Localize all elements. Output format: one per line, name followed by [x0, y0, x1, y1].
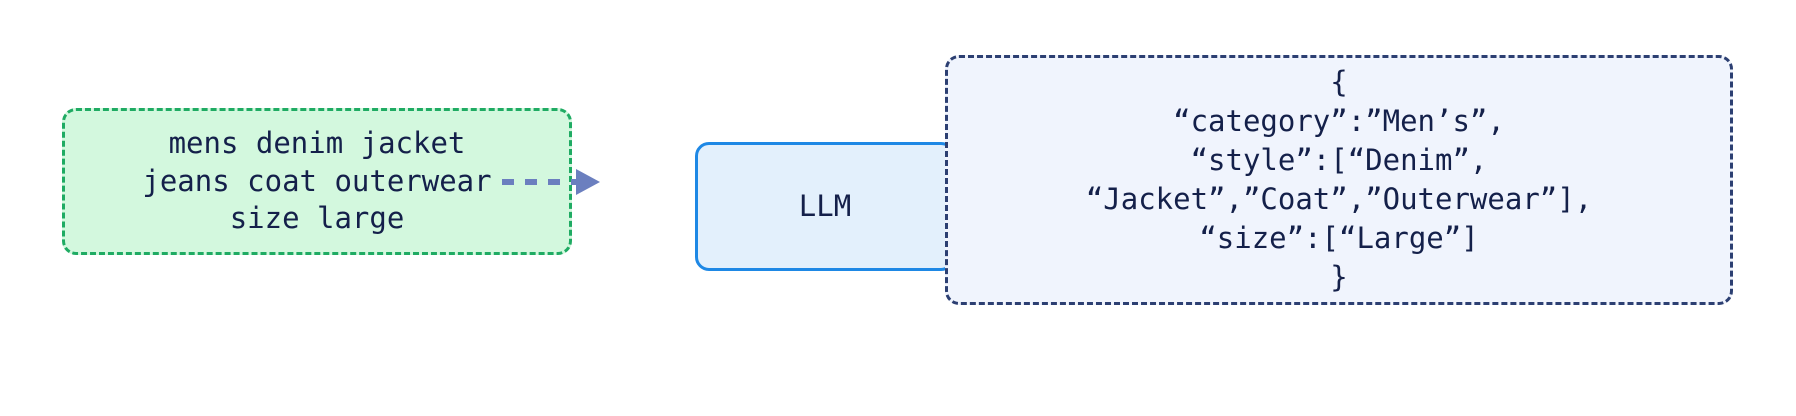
node-llm: LLM	[695, 142, 955, 271]
node-output-json: { “category”:”Men’s”, “style”:[“Denim”, …	[945, 55, 1733, 305]
node-llm-label: LLM	[798, 188, 852, 223]
node-output-json-label: { “category”:”Men’s”, “style”:[“Denim”, …	[1085, 65, 1593, 294]
node-input-query-label: mens denim jacket jeans coat outerwear s…	[142, 125, 492, 236]
node-input-query: mens denim jacket jeans coat outerwear s…	[62, 108, 572, 255]
edge-input-to-llm	[500, 162, 604, 202]
edge-input-to-llm-arrow-icon	[502, 169, 600, 195]
